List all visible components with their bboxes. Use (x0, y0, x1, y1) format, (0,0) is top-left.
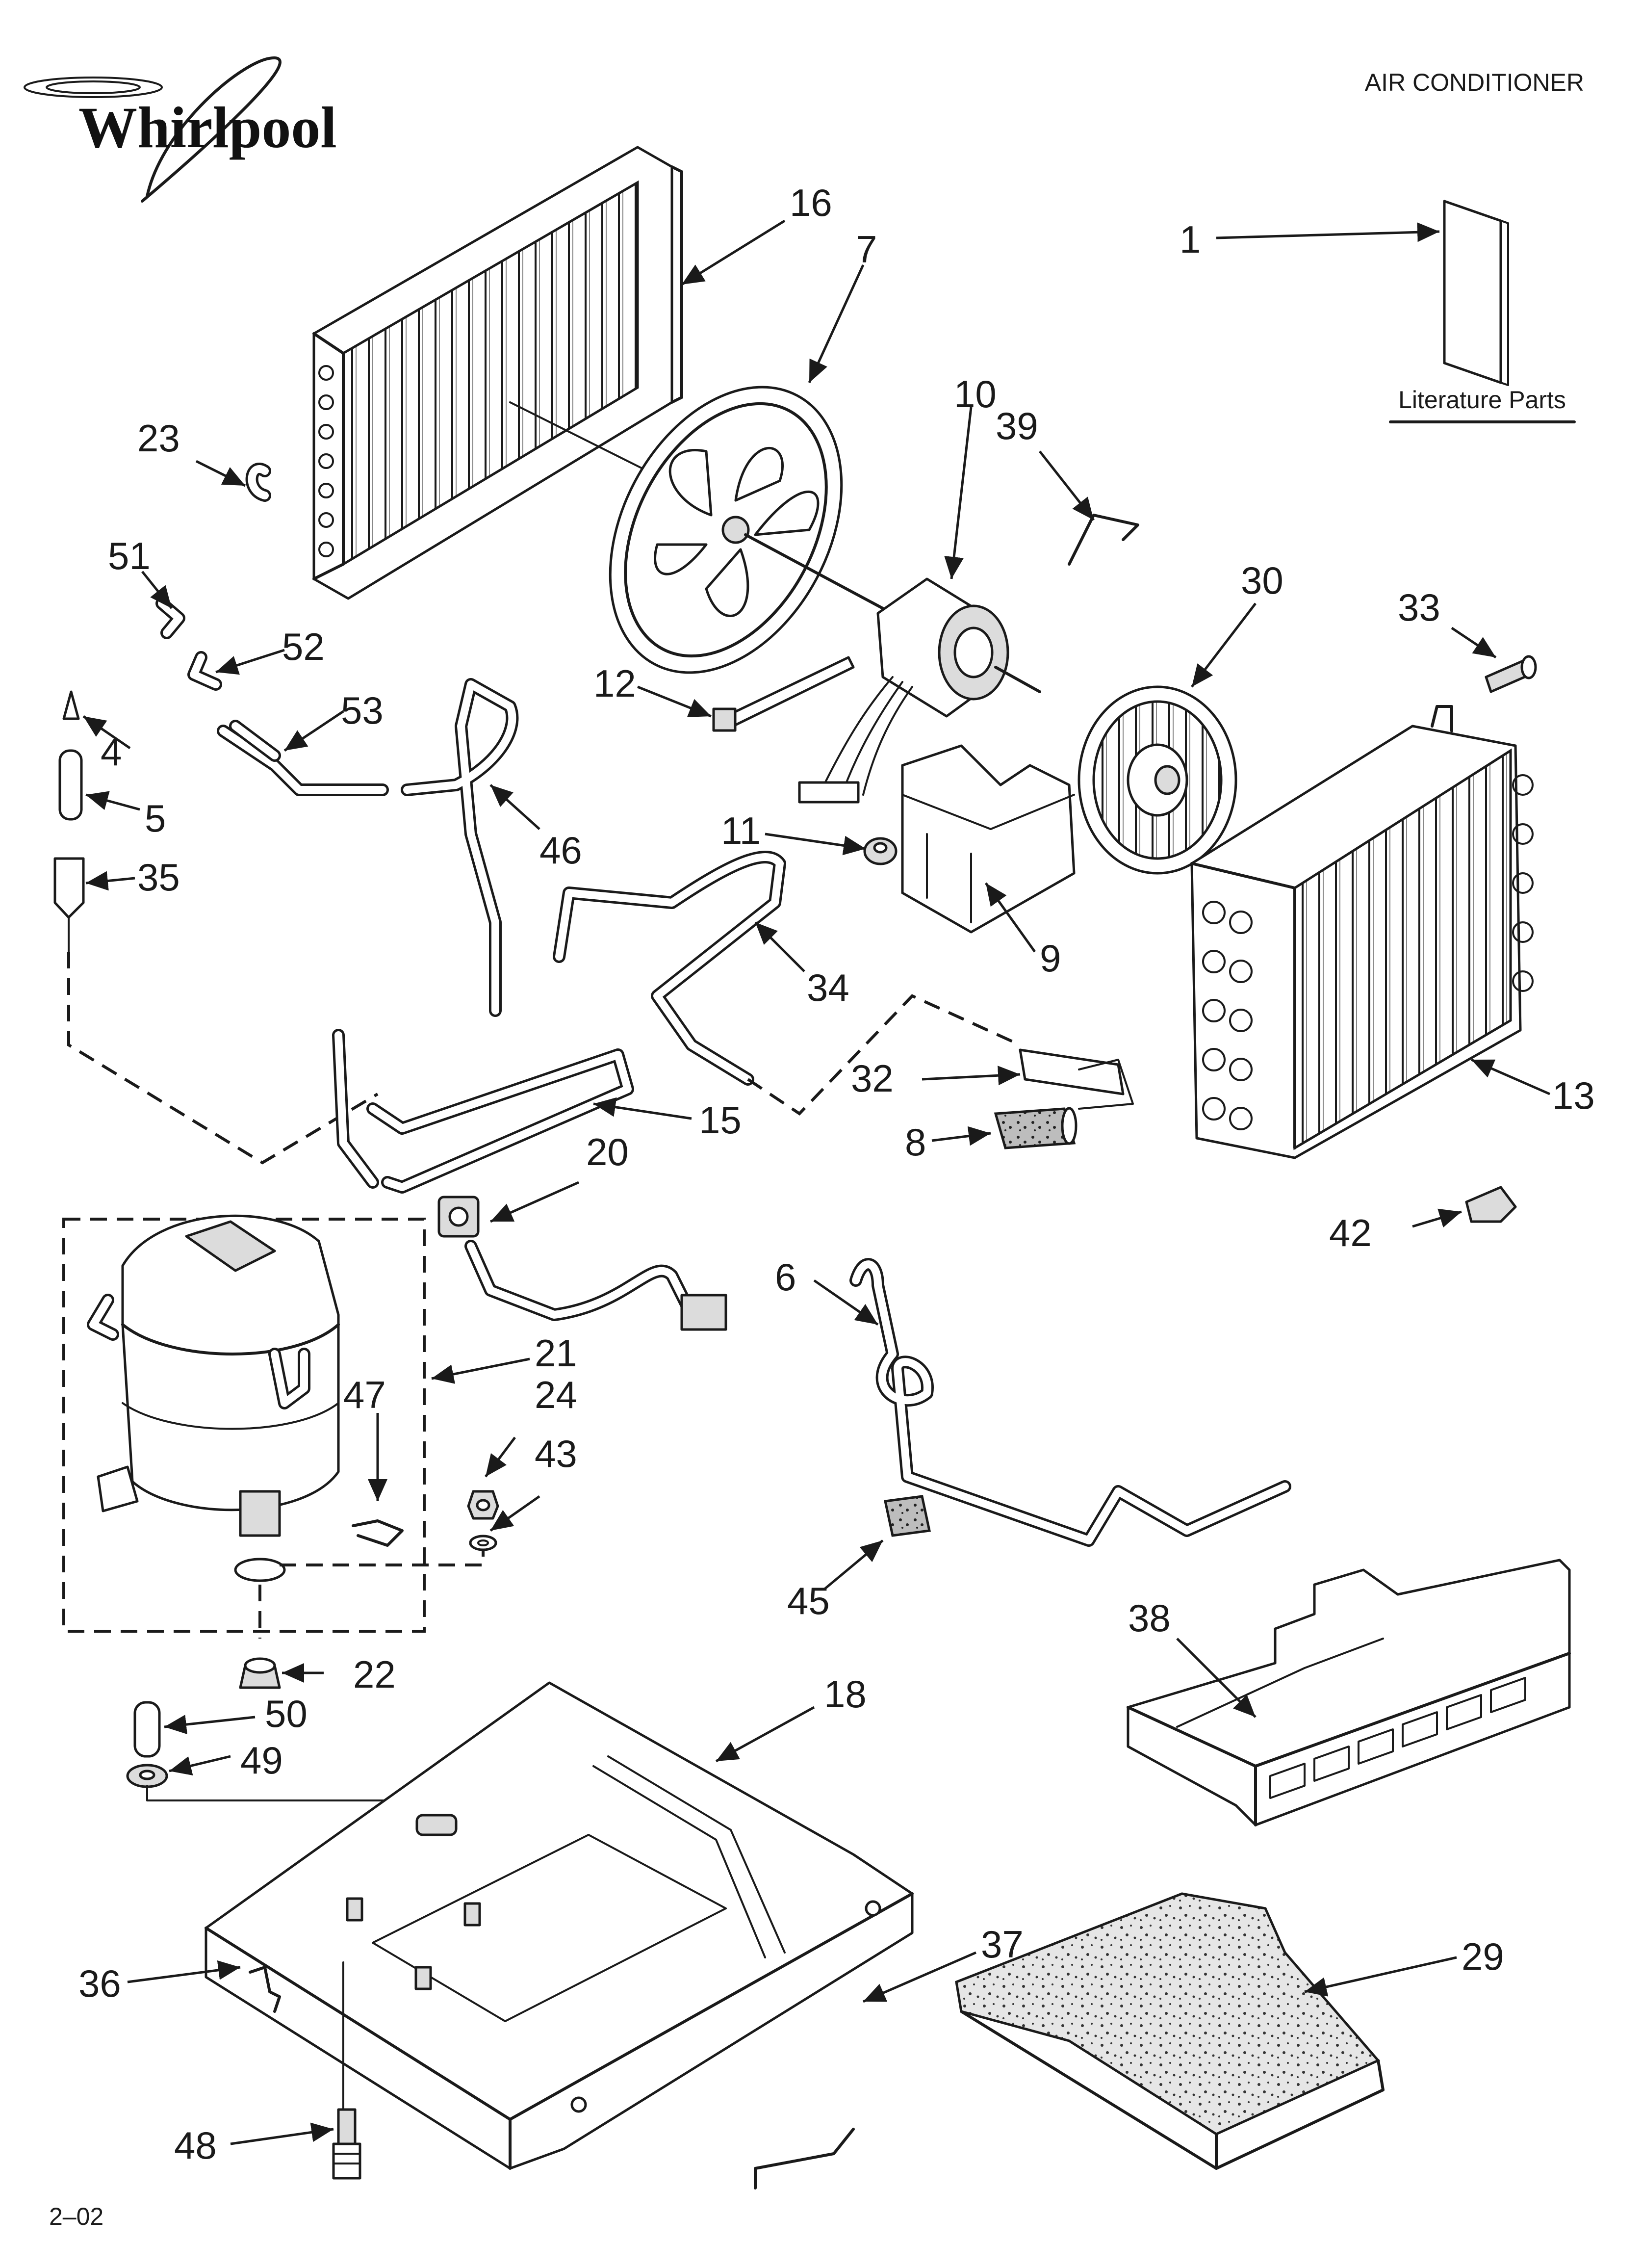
callout-9: 9 (1040, 937, 1061, 980)
clip (1068, 514, 1139, 566)
callout-6: 6 (775, 1255, 796, 1299)
grommet (239, 1657, 281, 1689)
foam-insulation (994, 1107, 1078, 1149)
callout-32: 32 (851, 1057, 894, 1100)
compressor-clip (352, 1519, 404, 1547)
brand-wordmark: Whirlpool (78, 95, 337, 160)
pan-studs (346, 1897, 881, 2113)
base-bracket (754, 2128, 855, 2190)
cable-tie (712, 656, 855, 732)
sleeve (58, 749, 83, 821)
literature-parts-label: Literature Parts (1398, 386, 1566, 414)
bracket (1465, 1186, 1517, 1223)
callout-8: 8 (905, 1121, 926, 1164)
callout-43: 43 (535, 1432, 577, 1475)
callout-12: 12 (593, 662, 636, 705)
callout-47: 47 (343, 1373, 386, 1416)
compressor-nut (467, 1490, 499, 1520)
callout-46: 46 (539, 829, 582, 872)
callout-labels: 1 4 5 6 7 8 9 10 11 12 13 15 16 18 20 21… (78, 181, 1595, 2167)
callout-33: 33 (1398, 586, 1440, 629)
callout-53: 53 (341, 689, 384, 732)
motor-mount (901, 744, 1076, 934)
condenser-coil (312, 146, 683, 600)
callout-13: 13 (1552, 1074, 1595, 1117)
callout-1: 1 (1180, 218, 1201, 261)
callout-36: 36 (78, 1962, 121, 2005)
base-clip (249, 1966, 281, 2013)
callout-5: 5 (145, 797, 166, 840)
callout-48: 48 (174, 2124, 217, 2167)
screw (1485, 655, 1537, 693)
small-filter (883, 1495, 931, 1537)
assembly-dashed-line (67, 952, 379, 1165)
callout-50: 50 (265, 1692, 308, 1735)
cap (62, 690, 80, 720)
callout-51: 51 (108, 534, 151, 577)
callout-37: 37 (981, 1923, 1024, 1966)
callout-42: 42 (1329, 1211, 1372, 1254)
spacer-washer (126, 1764, 168, 1788)
callout-15: 15 (699, 1098, 742, 1142)
callout-21: 21 (535, 1331, 577, 1375)
mounting-bolt (332, 2108, 361, 2180)
base-pan (205, 1681, 914, 2170)
callout-11: 11 (721, 809, 761, 852)
literature-parts-booklet: Literature Parts (1389, 200, 1576, 423)
blower-wheel (1078, 685, 1237, 875)
washer (469, 1535, 497, 1551)
callout-38: 38 (1128, 1596, 1171, 1640)
callout-24: 24 (535, 1373, 577, 1416)
tube-connector (53, 857, 85, 953)
nut (863, 837, 898, 865)
callout-4: 4 (101, 730, 122, 774)
heater-tube (1019, 1048, 1134, 1110)
callout-49: 49 (240, 1739, 283, 1782)
leader-lines (82, 219, 1551, 2145)
compressor-assembly-box (62, 1218, 426, 1633)
callout-23: 23 (137, 417, 180, 460)
compressor (87, 1214, 340, 1582)
condenser-fan (609, 386, 884, 674)
whirlpool-logo: Whirlpool (24, 56, 337, 203)
evaporator-coil (1190, 705, 1534, 1159)
callout-29: 29 (1462, 1935, 1504, 1978)
callout-7: 7 (856, 228, 877, 271)
callout-30: 30 (1241, 559, 1283, 602)
fan-motor (798, 577, 1041, 804)
callout-34: 34 (807, 966, 849, 1009)
footer-code: 2–02 (49, 2203, 103, 2230)
callout-18: 18 (824, 1672, 867, 1716)
front-grille (1127, 1559, 1571, 1826)
air-filter (955, 1892, 1385, 2170)
wire-harness (437, 1196, 727, 1331)
spacer (133, 1701, 161, 1758)
suction-tube (553, 851, 786, 1086)
section-title: AIR CONDITIONER (1365, 69, 1584, 96)
callout-10: 10 (954, 372, 997, 416)
callout-20: 20 (586, 1130, 629, 1173)
callout-52: 52 (282, 625, 325, 668)
callout-39: 39 (996, 404, 1038, 447)
callout-35: 35 (137, 856, 180, 899)
callout-22: 22 (353, 1653, 396, 1696)
callout-16: 16 (790, 181, 832, 224)
callout-45: 45 (787, 1579, 830, 1622)
